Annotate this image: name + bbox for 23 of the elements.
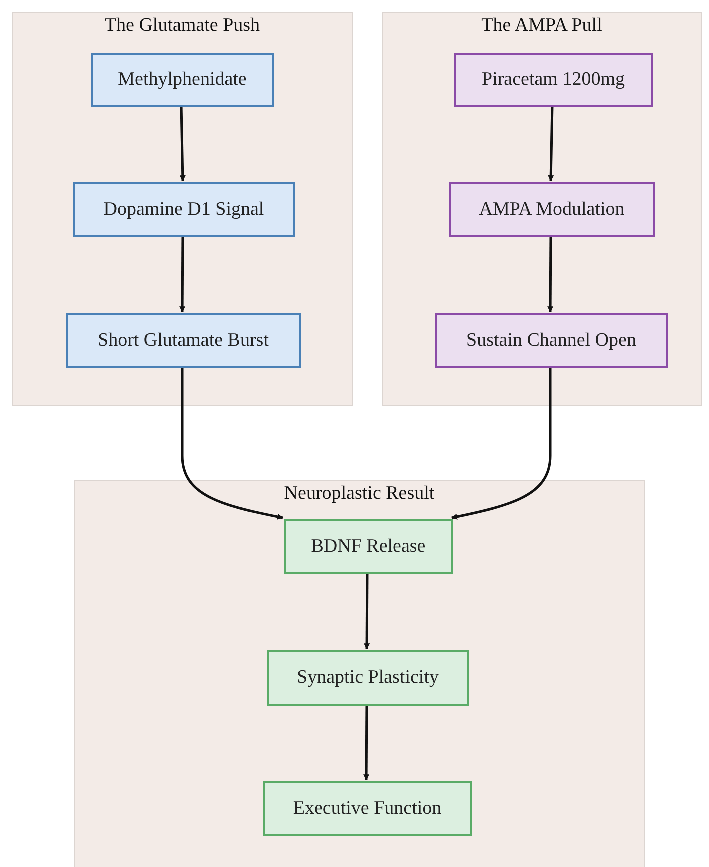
panel-title: Neuroplastic Result xyxy=(283,483,436,505)
cluster-panel xyxy=(74,480,645,867)
process-box: Short Glutamate Burst xyxy=(66,313,301,368)
process-box: AMPA Modulation xyxy=(449,182,655,237)
arrow xyxy=(364,573,370,650)
process-box: Synaptic Plasticity xyxy=(267,650,469,706)
process-box: Sustain Channel Open xyxy=(435,313,668,368)
arrow xyxy=(181,367,284,520)
process-box: Executive Function xyxy=(263,781,472,836)
arrow xyxy=(364,705,370,781)
process-box: Methylphenidate xyxy=(91,53,274,107)
process-box: Dopamine D1 Signal xyxy=(73,182,295,237)
arrow xyxy=(180,236,186,313)
panel-title: The AMPA Pull xyxy=(480,15,604,37)
arrow xyxy=(548,236,554,313)
cluster-panel xyxy=(12,12,353,406)
arrow xyxy=(180,106,186,182)
arrow xyxy=(451,367,552,520)
arrow xyxy=(548,106,554,182)
process-box: BDNF Release xyxy=(284,519,453,574)
process-box: Piracetam 1200mg xyxy=(454,53,653,107)
cluster-panel xyxy=(382,12,702,406)
panel-title: The Glutamate Push xyxy=(104,15,262,37)
